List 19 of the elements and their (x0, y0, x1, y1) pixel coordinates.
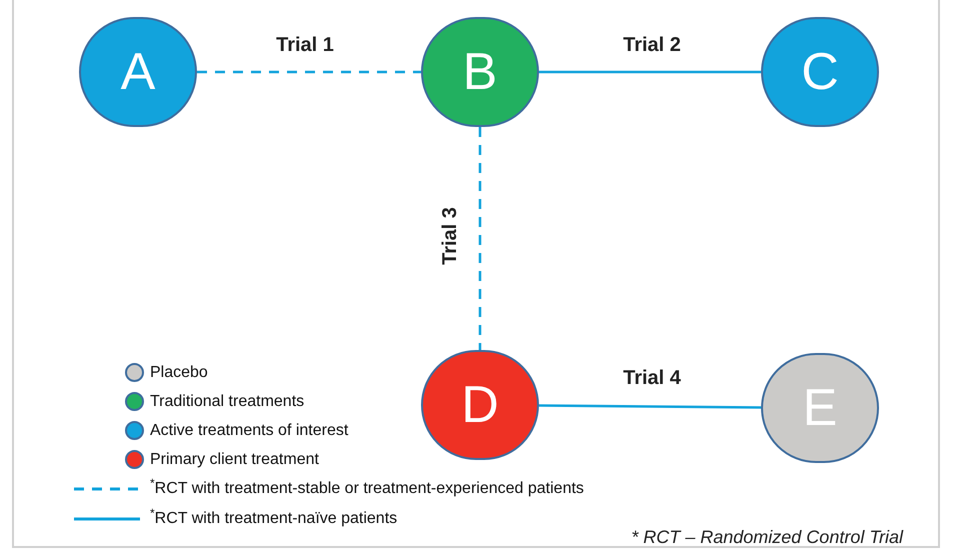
connector-line (478, 127, 482, 350)
legend-text: Active treatments of interest (150, 420, 348, 440)
node-letter: C (801, 46, 839, 98)
legend-text: $^{*}$RCT with treatment-naïve patients (150, 507, 398, 529)
connector-line (197, 70, 421, 74)
edge-label: Trial 2 (623, 35, 681, 55)
caption: * RCT – Randomized Control Trial (631, 526, 903, 549)
legend-text: Placebo (150, 362, 208, 382)
node-letter: B (462, 46, 498, 98)
edge-label: Trial 4 (623, 368, 681, 388)
edge-label: Trial 3 (440, 207, 460, 265)
connector-line (538, 404, 762, 409)
node-letter: D (461, 379, 499, 431)
connector-line (539, 70, 761, 74)
legend-text: $^{*}$RCT with treatment-stable or treatment-experienced patients (150, 477, 584, 499)
node-letter: A (120, 46, 156, 98)
legend-text: Primary client treatment (150, 450, 319, 470)
legend-text: Traditional treatments (150, 392, 304, 412)
edge-label: Trial 1 (276, 35, 334, 55)
